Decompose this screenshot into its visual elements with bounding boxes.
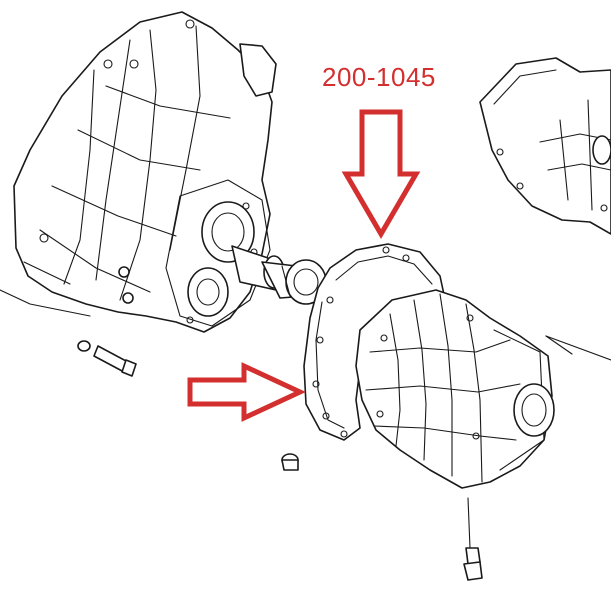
input-shaft [231,245,327,305]
bolt-left [77,340,137,377]
down-arrow [341,109,421,239]
housing-right [479,57,611,235]
bellhousing-left [13,11,277,333]
bolt-bottom [463,497,483,581]
gasket-200-1045 [303,243,447,441]
ground-line [0,289,611,361]
right-arrow [187,362,306,422]
transmission-case [355,289,555,489]
part-number-label: 200-1045 [322,62,436,92]
dowel-pin [281,453,299,471]
